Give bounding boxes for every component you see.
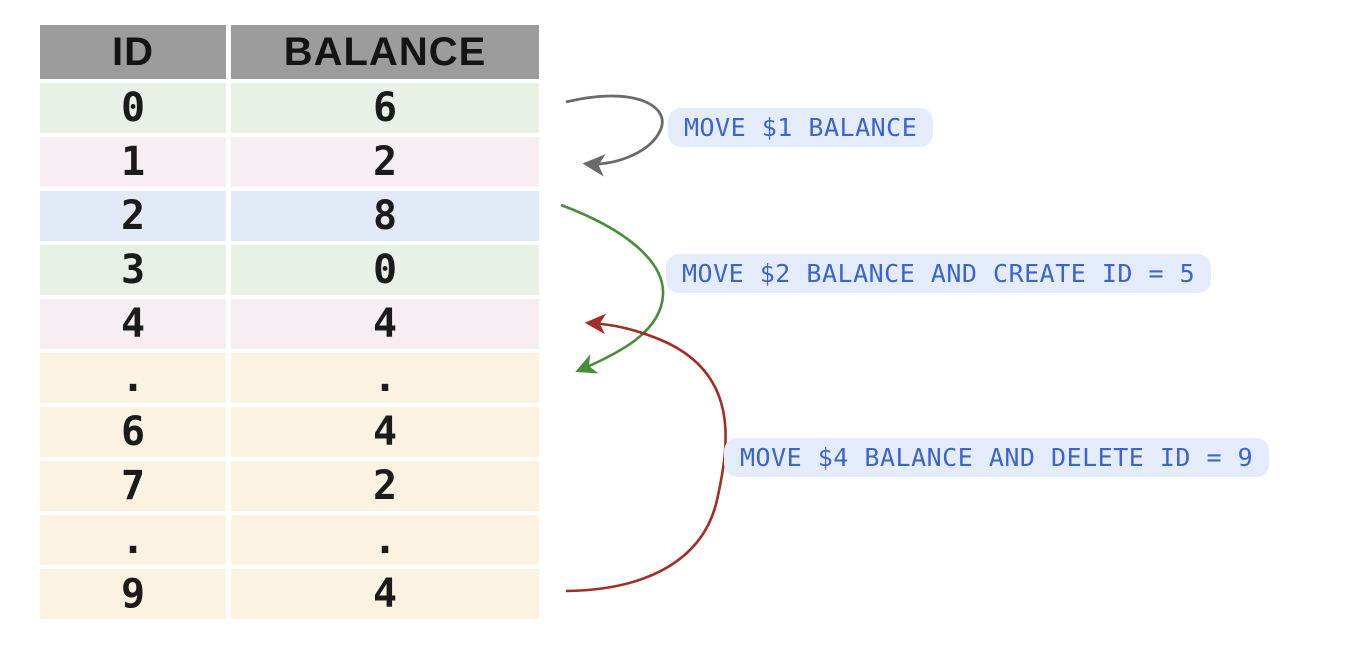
balance-cell: 2: [231, 137, 539, 187]
balance-cell: 2: [231, 461, 539, 511]
id-cell: 4: [40, 299, 226, 349]
balance-cell: 6: [231, 83, 539, 133]
balance-table: ID BALANCE 0 6 1 2 2 8 3 0 4 4 . . 6 4 7…: [40, 25, 539, 619]
id-cell: 1: [40, 137, 226, 187]
balance-cell: 4: [231, 569, 539, 619]
id-cell: 3: [40, 245, 226, 295]
balance-cell: .: [231, 515, 539, 565]
balance-cell: 4: [231, 299, 539, 349]
balance-cell: 0: [231, 245, 539, 295]
annotation-move-2-create-5: MOVE $2 BALANCE AND CREATE ID = 5: [666, 254, 1212, 293]
balance-cell: 4: [231, 407, 539, 457]
arrow-move-2-create: [560, 203, 665, 374]
id-cell: 0: [40, 83, 226, 133]
id-cell: .: [40, 515, 226, 565]
balance-cell: 8: [231, 191, 539, 241]
id-cell: 9: [40, 569, 226, 619]
column-header-id: ID: [40, 25, 226, 79]
annotation-move-4-delete-9: MOVE $4 BALANCE AND DELETE ID = 9: [724, 438, 1270, 477]
balance-cell: .: [231, 353, 539, 403]
arrow-move-1: [565, 94, 664, 177]
id-cell: 2: [40, 191, 226, 241]
id-cell: .: [40, 353, 226, 403]
annotation-move-1: MOVE $1 BALANCE: [668, 108, 934, 147]
id-cell: 7: [40, 461, 226, 511]
id-cell: 6: [40, 407, 226, 457]
column-header-balance: BALANCE: [231, 25, 539, 79]
arrow-move-4-delete: [565, 313, 727, 593]
